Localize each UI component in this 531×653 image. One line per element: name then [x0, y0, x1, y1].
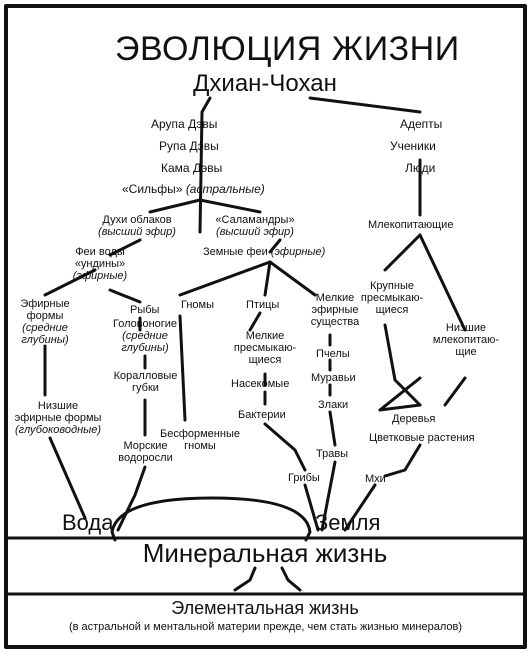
mineral-left-tail [233, 566, 257, 592]
root-left-trunk [198, 96, 212, 234]
earth-fairies-node: Земные феи (эфирные) [203, 246, 326, 258]
outer-border [4, 4, 527, 649]
water-label: Вода [62, 510, 114, 535]
adepts-node: Адепты [400, 117, 443, 131]
rank-rupa: Рупа Дэвы [159, 139, 219, 153]
birds-node: Птицы [246, 299, 280, 311]
cloud-spirits-node: Духи облаков(высший эфир) [98, 214, 176, 238]
rank-arupa: Арупа Дэвы [151, 117, 218, 131]
mineral-life-label: Минеральная жизнь [142, 538, 388, 568]
bacteria-node: Бактерии [238, 409, 286, 421]
earth-label: Земля [315, 510, 381, 535]
mammals-node: Млекопитающие [368, 219, 454, 231]
bees-node: Пчелы [316, 348, 350, 360]
sylphs-node: «Сильфы» (астральные) [122, 182, 265, 196]
people-node: Люди [405, 161, 436, 175]
gnomes-node: Гномы [181, 299, 214, 311]
mineral-right-tail [280, 566, 302, 592]
rank-kama: Кама Дэвы [161, 161, 223, 175]
fungi-node: Грибы [288, 472, 320, 484]
root-node: Дхиан-Чохан [193, 70, 337, 97]
salamanders-node: «Саламандры»(высший эфир) [215, 214, 295, 238]
root-right-branch [308, 96, 422, 114]
flowering-node: Цветковые растения [369, 432, 475, 444]
disciples-node: Ученики [390, 139, 436, 153]
page-title: ЭВОЛЮЦИЯ ЖИЗНИ [115, 30, 460, 68]
grains-node: Злаки [318, 399, 349, 411]
mosses-node: Мхи [365, 473, 386, 485]
elemental-life-label: Элементальная жизнь [171, 598, 359, 618]
trees-node: Деревья [392, 413, 436, 425]
fish-node: Рыбы [130, 304, 160, 316]
insects-node: Насекомые [231, 378, 290, 390]
elemental-note: (в астральной и ментальной материи прежд… [68, 621, 463, 633]
grasses-node: Травы [316, 448, 349, 460]
ants-node: Муравьи [311, 372, 356, 384]
water-fairies-node: Феи воды«ундины»(эфирные) [72, 246, 128, 282]
water-earth-arc [110, 496, 312, 542]
